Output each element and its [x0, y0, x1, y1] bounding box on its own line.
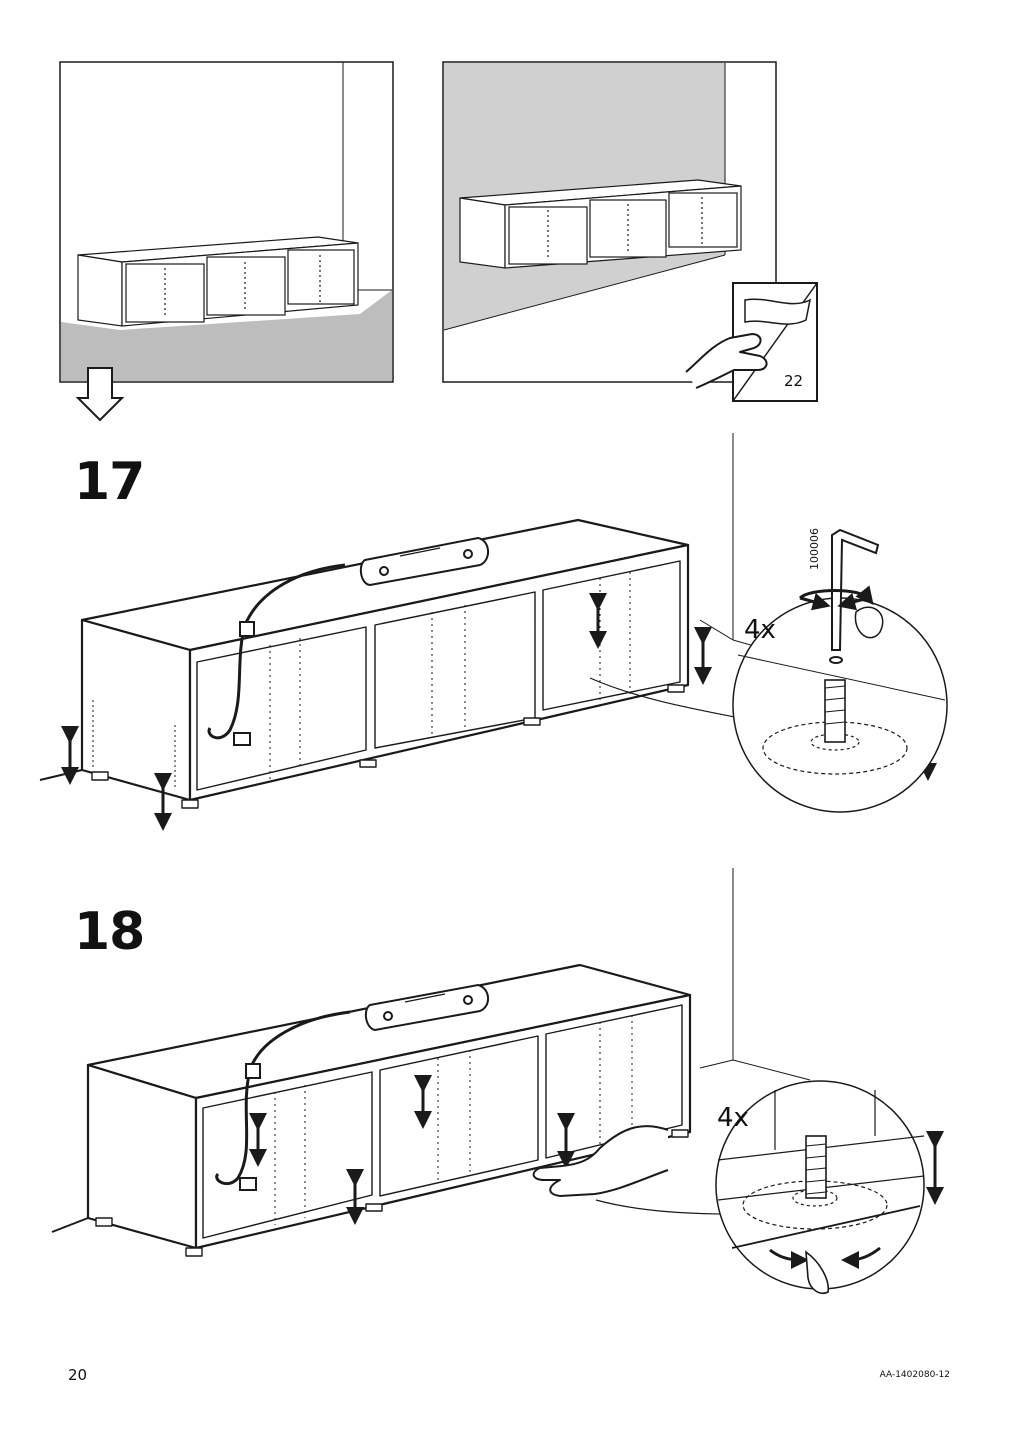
- step-number-17: 17: [74, 452, 145, 512]
- document-code: AA-1402080-12: [879, 1370, 950, 1380]
- hand-icon: [532, 1125, 669, 1197]
- rotate-arrow-icon: [769, 1246, 881, 1269]
- cabinet-on-wall: [459, 179, 742, 269]
- leg-detail-17: [737, 654, 946, 775]
- rotate-arrow-icon: [798, 585, 874, 611]
- step-number-18: 18: [74, 902, 145, 962]
- floor-option-panel: [59, 61, 394, 383]
- page-number: 20: [68, 1366, 88, 1384]
- quantity-label-18: 4x: [717, 1103, 749, 1133]
- spirit-level: [364, 983, 489, 1032]
- hex-key-icon: [829, 528, 880, 664]
- cable: [215, 1010, 351, 1186]
- down-arrow-icon: [75, 367, 125, 422]
- reference-page-number: 22: [784, 372, 804, 390]
- step-17-illustration: [39, 433, 948, 831]
- cable: [207, 563, 346, 740]
- quantity-label-17: 4x: [744, 615, 776, 645]
- tool-part-code: 100006: [808, 528, 821, 570]
- spirit-level: [359, 536, 489, 587]
- hand-icon: [685, 333, 768, 389]
- wall-option-panel: [442, 61, 777, 383]
- cabinet-on-floor: [77, 236, 359, 327]
- leg-detail-18: [717, 1090, 925, 1249]
- step-18-illustration: [51, 868, 944, 1294]
- up-down-arrow-icon: [249, 1075, 944, 1225]
